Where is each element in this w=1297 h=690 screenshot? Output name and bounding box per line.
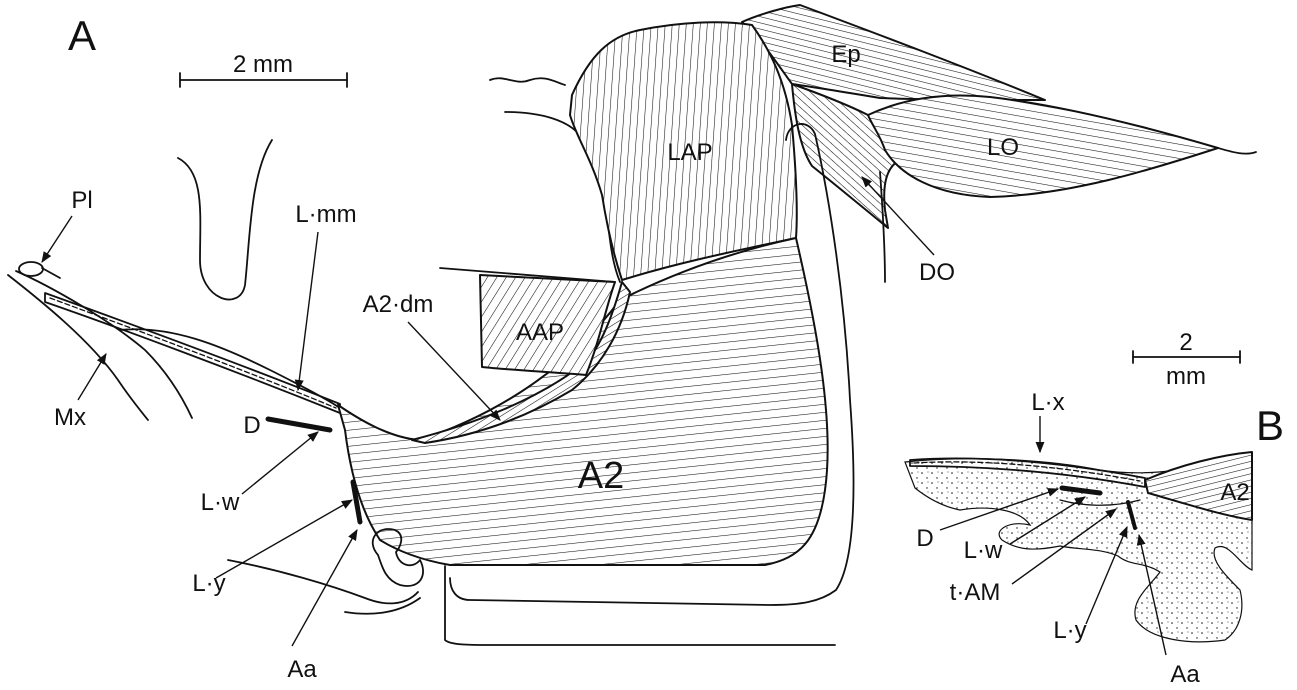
- panel-a-scale-bar: 2 mm: [180, 51, 347, 87]
- label-t-am: t·AM: [950, 579, 1001, 606]
- pointer-mx: [78, 354, 106, 400]
- label-do: DO: [919, 259, 955, 286]
- label-lap: LAP: [667, 139, 712, 166]
- label-lo: LO: [987, 134, 1019, 161]
- muscle-lo: [868, 96, 1218, 197]
- pointer-l-mm: [298, 232, 318, 390]
- panel-b-letter: B: [1256, 402, 1284, 449]
- label-aap: AAP: [516, 319, 564, 346]
- muscle-do: [792, 84, 900, 228]
- label-l-y: L·y: [192, 570, 225, 597]
- label-l-y-b: L·y: [1053, 617, 1086, 644]
- label-aa-b: Aa: [1170, 661, 1200, 688]
- label-mx: Mx: [54, 404, 86, 431]
- cranium-squiggle: [490, 78, 565, 85]
- label-d: D: [243, 412, 260, 439]
- ligament-l-mm-fibers: [50, 298, 336, 408]
- panel-a-scale-bar-label: 2 mm: [233, 51, 293, 78]
- panel-b-scale-bar-unit: mm: [1166, 363, 1206, 390]
- label-l-mm: L·mm: [295, 201, 356, 228]
- label-l-w: L·w: [201, 489, 240, 516]
- pointer-l-w: [242, 432, 318, 494]
- lower-jaw-outline: [228, 560, 418, 603]
- label-d-b: D: [916, 525, 933, 552]
- label-a2: A2: [578, 455, 624, 497]
- label-a2-dm: A2·dm: [363, 291, 434, 318]
- label-l-x: L·x: [1031, 389, 1064, 416]
- label-l-w-b: L·w: [964, 537, 1003, 564]
- panel-a-letter: A: [68, 12, 96, 59]
- pointer-aa: [292, 530, 357, 646]
- lo-tail-line: [1218, 148, 1256, 154]
- lower-jaw-outline-inner: [345, 598, 420, 614]
- label-ep: Ep: [831, 41, 860, 68]
- label-pl: Pl: [71, 187, 92, 214]
- panel-b: B 2 mm L·x A2 D L·w t·AM L·y: [905, 329, 1284, 688]
- premaxilla-process: [42, 268, 60, 278]
- dentary-d: [268, 419, 330, 430]
- panel-b-scale-bar-value: 2: [1179, 329, 1192, 356]
- ethmoid-outline: [178, 140, 272, 300]
- maxilla-outline-lower: [8, 275, 148, 420]
- muscle-ep: [742, 5, 1045, 100]
- label-a2-b: A2: [1220, 479, 1249, 506]
- pointer-pl: [42, 216, 72, 262]
- maxilla-outline-upper: [16, 271, 192, 418]
- panel-a: A 2 mm: [8, 5, 1256, 683]
- panel-b-scale-bar: 2 mm: [1133, 329, 1240, 390]
- label-aa: Aa: [287, 656, 317, 683]
